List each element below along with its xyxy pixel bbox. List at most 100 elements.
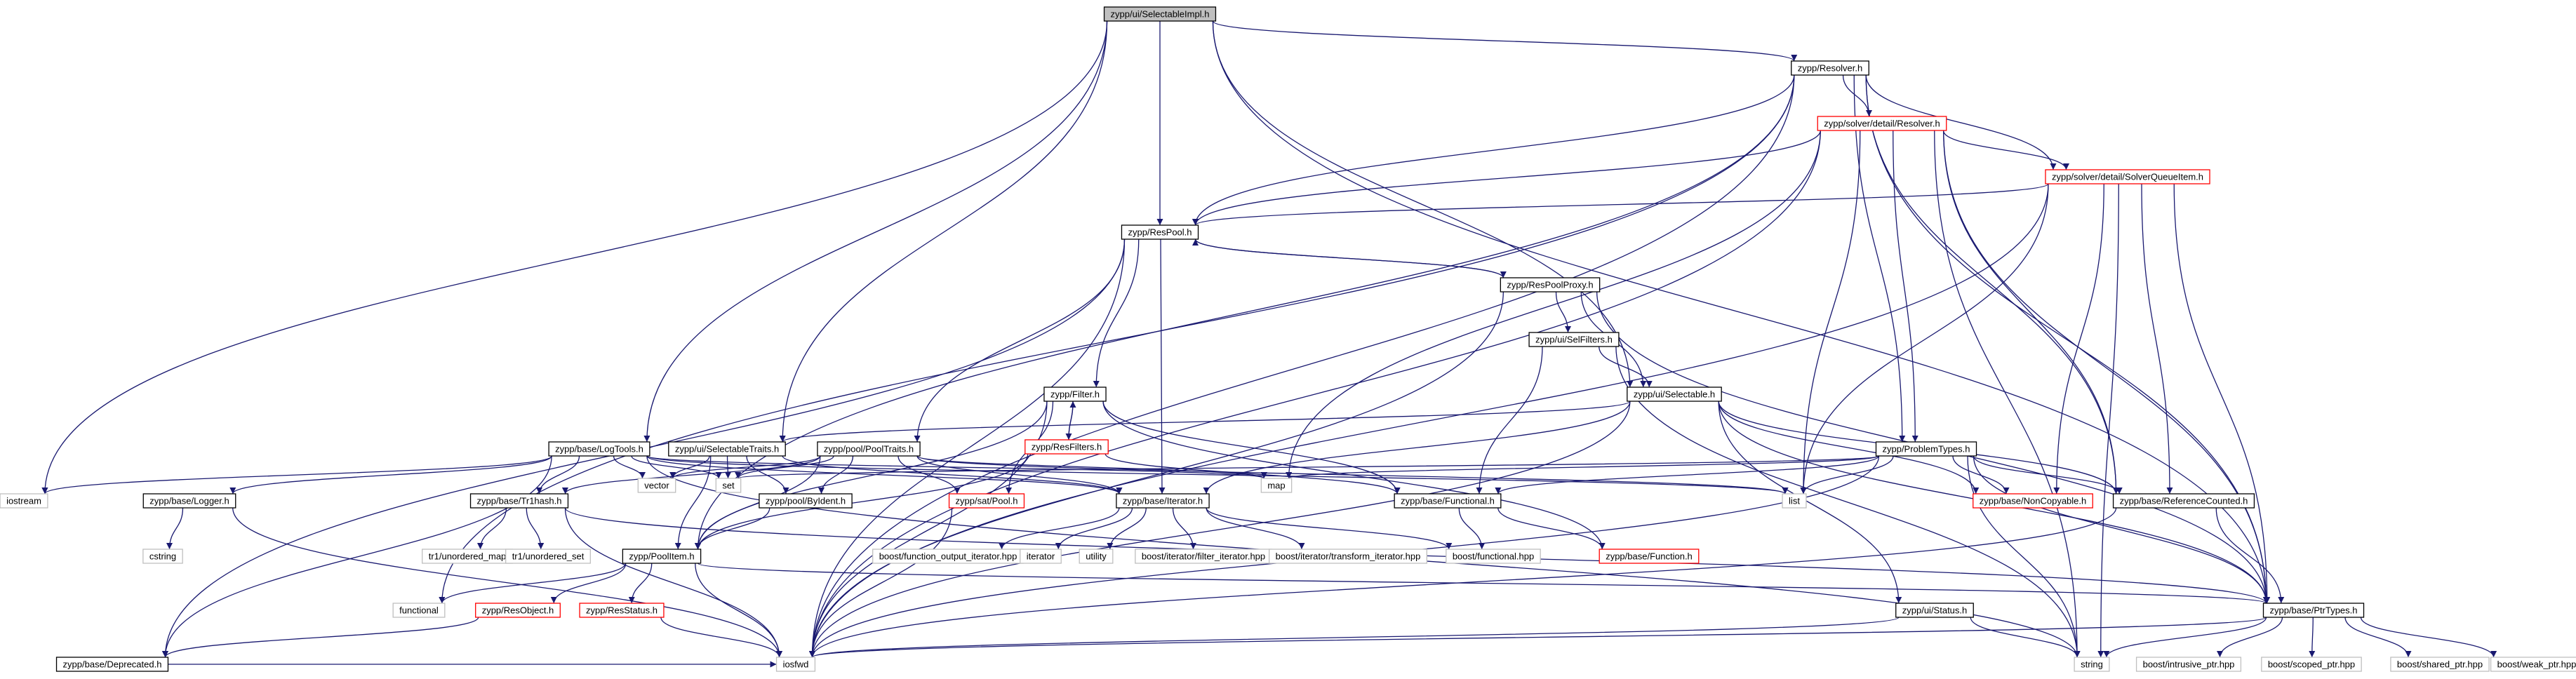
node-label: zypp/base/LogTools.h xyxy=(555,444,643,455)
node-label: boost/functional.hpp xyxy=(1453,551,1534,562)
edge-logtools-to-list xyxy=(646,455,1789,495)
edge-functional-h-to-bfunctional xyxy=(1458,507,1486,550)
edge-resstatus-to-iosfwd xyxy=(660,617,783,658)
node-box xyxy=(1528,332,1620,347)
edge-selectable-to-seltraits xyxy=(780,401,1631,443)
node-label: boost/shared_ptr.hpp xyxy=(2397,659,2483,670)
node-label: boost/scoped_ptr.hpp xyxy=(2268,659,2355,670)
node-label: zypp/base/Functional.h xyxy=(1401,496,1495,506)
node-seltraits[interactable]: zypp/ui/SelectableTraits.h xyxy=(668,441,786,457)
node-box xyxy=(775,657,816,672)
node-poolitem[interactable]: zypp/PoolItem.h xyxy=(622,549,702,564)
node-box xyxy=(1973,493,2093,509)
node-bfilter: boost/iterator/filter_iterator.hpp xyxy=(1135,549,1272,564)
edge-seltraits-to-iterator-h xyxy=(782,455,1123,495)
edge-resfilters-to-functional-h xyxy=(1105,453,1401,495)
node-sqi[interactable]: zypp/solver/detail/SolverQueueItem.h xyxy=(2045,169,2210,184)
node-pooltraits[interactable]: zypp/pool/PoolTraits.h xyxy=(817,441,921,457)
node-respool[interactable]: zypp/ResPool.h xyxy=(1121,224,1199,240)
node-filter[interactable]: zypp/Filter.h xyxy=(1043,386,1107,402)
edge-problemtypes-to-functional-h xyxy=(1495,455,1880,495)
node-label: boost/iterator/filter_iterator.hpp xyxy=(1142,551,1265,562)
node-box xyxy=(142,549,183,564)
node-box xyxy=(579,603,665,618)
node-respoolproxy[interactable]: zypp/ResPoolProxy.h xyxy=(1500,277,1601,293)
node-resolver[interactable]: zypp/Resolver.h xyxy=(1791,60,1869,76)
node-box xyxy=(2390,657,2490,672)
node-refcounted[interactable]: zypp/base/ReferenceCounted.h xyxy=(2112,493,2255,509)
node-box xyxy=(1875,441,1977,457)
edge-respool-to-iterator-h xyxy=(1159,238,1166,495)
node-functional-h[interactable]: zypp/base/Functional.h xyxy=(1394,493,1502,509)
node-unordered-set: tr1/unordered_set xyxy=(505,549,591,564)
edge-resolver-to-problemtypes xyxy=(1853,74,1906,443)
node-selectable[interactable]: zypp/ui/Selectable.h xyxy=(1627,386,1722,402)
node-problemtypes[interactable]: zypp/ProblemTypes.h xyxy=(1875,441,1977,457)
edge-detail-resolver-to-ptrtypes xyxy=(1943,130,2269,604)
node-detail-resolver[interactable]: zypp/solver/detail/Resolver.h xyxy=(1817,116,1947,131)
edge-root-to-seltraits xyxy=(779,20,1108,443)
edge-resolver-to-sqi xyxy=(1865,74,2057,170)
node-label: zypp/base/Logger.h xyxy=(149,496,229,506)
edge-pooltraits-to-set xyxy=(735,455,834,479)
node-bfunctional: boost/functional.hpp xyxy=(1446,549,1541,564)
node-bscoped: boost/scoped_ptr.hpp xyxy=(2261,657,2362,672)
node-root[interactable]: zypp/ui/SelectableImpl.h xyxy=(1103,6,1217,22)
edge-detail-resolver-to-problemtypes xyxy=(1893,130,1918,443)
node-iosfwd: iosfwd xyxy=(775,657,816,672)
node-status[interactable]: zypp/ui/Status.h xyxy=(1895,603,1974,618)
node-cstring: cstring xyxy=(142,549,183,564)
node-box xyxy=(1817,116,1947,131)
node-resobject[interactable]: zypp/ResObject.h xyxy=(475,603,561,618)
edge-resolver-to-refcounted xyxy=(1865,74,2120,495)
node-trhash[interactable]: zypp/base/Tr1hash.h xyxy=(469,493,569,509)
edge-detail-resolver-to-sqi xyxy=(1942,130,2069,170)
node-box xyxy=(1025,439,1109,455)
edge-pooltraits-to-vector xyxy=(669,455,821,479)
edge-status-to-string xyxy=(1970,617,2081,658)
node-unordered-map: tr1/unordered_map xyxy=(422,549,513,564)
dependency-edges xyxy=(41,20,2497,668)
node-box xyxy=(1269,549,1427,564)
node-label: boost/weak_ptr.hpp xyxy=(2497,659,2576,670)
node-box xyxy=(1446,549,1541,564)
edge-problemtypes-to-set xyxy=(735,455,1880,479)
node-function-h[interactable]: zypp/base/Function.h xyxy=(1599,549,1700,564)
node-label: zypp/ui/Status.h xyxy=(1902,605,1968,616)
node-noncopyable[interactable]: zypp/base/NonCopyable.h xyxy=(1973,493,2093,509)
node-satpool[interactable]: zypp/sat/Pool.h xyxy=(948,493,1025,509)
node-box xyxy=(1782,493,1807,509)
edge-selfilters-to-selectable xyxy=(1599,346,1653,388)
node-label: zypp/Filter.h xyxy=(1050,389,1100,400)
node-btransform: boost/iterator/transform_iterator.hpp xyxy=(1269,549,1427,564)
node-label: string xyxy=(2081,659,2103,670)
node-ptrtypes[interactable]: zypp/base/PtrTypes.h xyxy=(2262,603,2365,618)
edge-problemtypes-to-string xyxy=(1967,455,2081,658)
node-label: zypp/solver/detail/SolverQueueItem.h xyxy=(2052,172,2203,182)
node-deprecated[interactable]: zypp/base/Deprecated.h xyxy=(55,657,169,672)
node-logger[interactable]: zypp/base/Logger.h xyxy=(142,493,236,509)
edge-refcounted-to-ptrtypes xyxy=(2215,507,2285,604)
node-label: boost/function_output_iterator.hpp xyxy=(879,551,1017,562)
edge-sqi-to-respool xyxy=(1192,183,2049,226)
edge-poolitem-to-resstatus xyxy=(628,563,653,604)
node-label: zypp/base/Tr1hash.h xyxy=(477,496,562,506)
node-byident[interactable]: zypp/pool/ByIdent.h xyxy=(759,493,853,509)
node-label: zypp/ResFilters.h xyxy=(1032,442,1102,452)
edge-selfilters-to-string xyxy=(1615,346,2081,658)
node-box xyxy=(469,493,569,509)
node-logtools[interactable]: zypp/base/LogTools.h xyxy=(548,441,650,457)
edge-byident-to-poolitem xyxy=(694,507,770,550)
node-resstatus[interactable]: zypp/ResStatus.h xyxy=(579,603,665,618)
edge-root-to-iostream xyxy=(41,20,1108,495)
node-resfilters[interactable]: zypp/ResFilters.h xyxy=(1025,439,1109,455)
node-label: boost/intrusive_ptr.hpp xyxy=(2143,659,2235,670)
node-iterator-h[interactable]: zypp/base/Iterator.h xyxy=(1116,493,1210,509)
edge-sqi-to-list xyxy=(1800,183,2049,495)
edge-pooltraits-to-satpool xyxy=(897,455,961,495)
edge-selfilters-to-functional-h xyxy=(1476,346,1543,495)
node-bshared: boost/shared_ptr.hpp xyxy=(2390,657,2490,672)
node-selfilters[interactable]: zypp/ui/SelFilters.h xyxy=(1528,332,1620,347)
node-label: list xyxy=(1789,496,1800,506)
edge-selectable-to-iterator-h xyxy=(1203,401,1631,495)
